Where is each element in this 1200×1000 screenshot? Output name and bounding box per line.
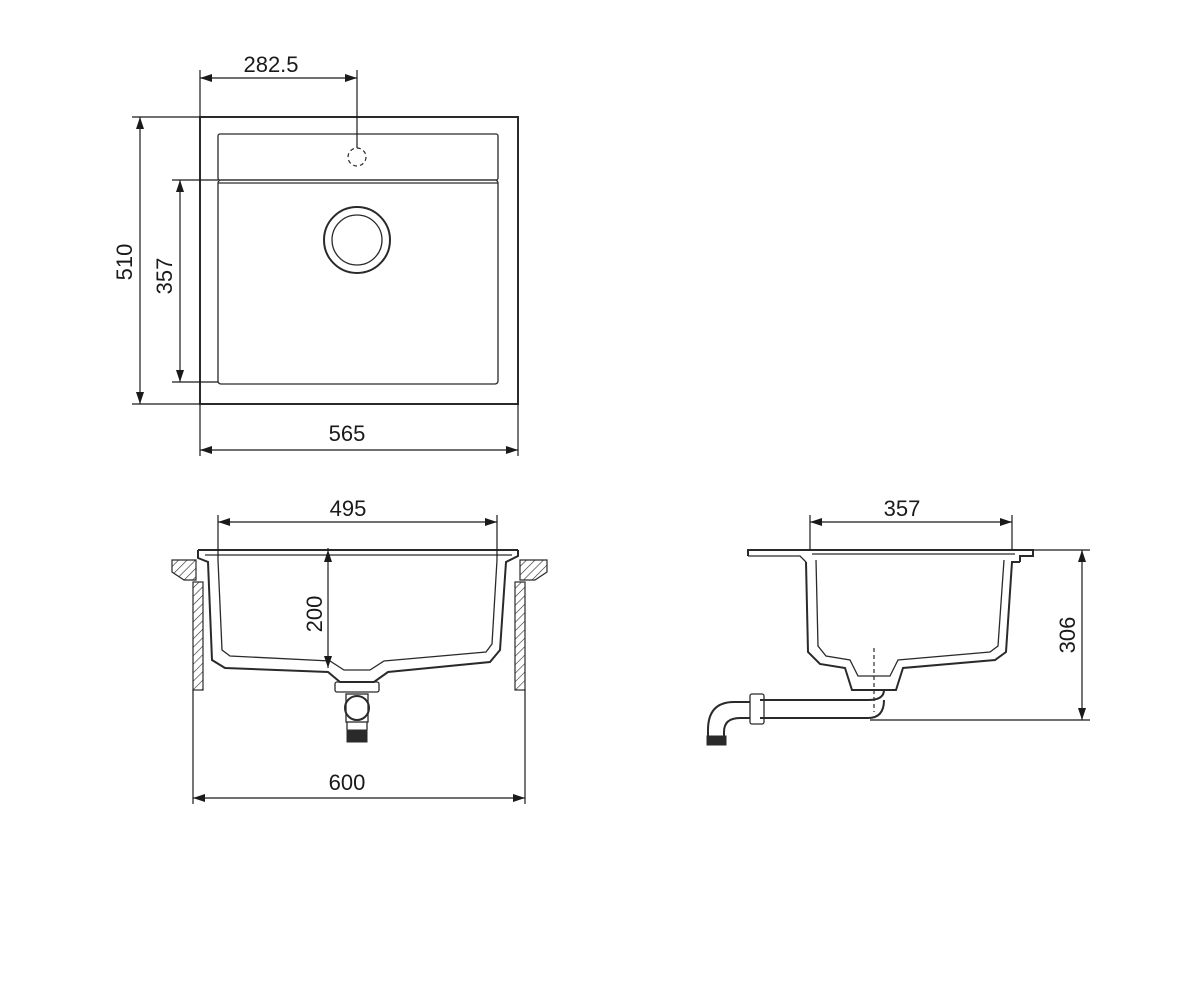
bowl-length-label: 357 bbox=[884, 496, 921, 521]
bowl-outline bbox=[217, 179, 499, 385]
overall-width-label: 565 bbox=[329, 421, 366, 446]
tap-hole bbox=[347, 147, 367, 167]
bowl-width-label: 495 bbox=[330, 496, 367, 521]
dimension-total-depth: 306 bbox=[870, 549, 1090, 721]
dimension-bowl-height: 357 bbox=[152, 179, 218, 383]
dimension-tap-offset: 282.5 bbox=[199, 52, 358, 148]
cabinet-width-label: 600 bbox=[329, 770, 366, 795]
waste-outlet bbox=[346, 729, 368, 743]
bowl-section-inner bbox=[217, 559, 498, 671]
side-bowl-section-inner bbox=[815, 559, 1005, 677]
countertop-right bbox=[519, 559, 548, 581]
countertop-left bbox=[171, 559, 197, 581]
top-view: 282.5 510 357 565 bbox=[112, 52, 519, 456]
tap-deck bbox=[217, 133, 499, 181]
cabinet-wall-left bbox=[192, 581, 204, 691]
total-depth-label: 306 bbox=[1055, 617, 1080, 654]
dimension-cabinet-width: 600 bbox=[192, 690, 526, 804]
dimension-bowl-width: 495 bbox=[217, 496, 498, 560]
sink-outer-rim bbox=[199, 116, 519, 405]
dimension-bowl-depth: 200 bbox=[302, 548, 332, 668]
tap-offset-label: 282.5 bbox=[243, 52, 298, 77]
overall-height-label: 510 bbox=[112, 244, 137, 281]
side-bowl-section-outer bbox=[805, 561, 1020, 691]
dimension-overall-height: 510 bbox=[112, 116, 200, 405]
bowl-height-label: 357 bbox=[152, 258, 177, 295]
side-view: 357 306 bbox=[706, 496, 1090, 746]
dimension-bowl-length: 357 bbox=[809, 496, 1013, 550]
bowl-section-outer bbox=[197, 550, 519, 683]
bowl-depth-label: 200 bbox=[302, 596, 327, 633]
drain-inner-ring bbox=[331, 214, 383, 266]
trap-outlet bbox=[706, 735, 727, 746]
waste-pipe bbox=[760, 689, 885, 719]
drain-outer-ring bbox=[323, 206, 391, 274]
front-view: 495 200 600 bbox=[171, 496, 548, 804]
dimension-overall-width: 565 bbox=[199, 404, 519, 456]
cabinet-wall-right bbox=[514, 581, 526, 691]
